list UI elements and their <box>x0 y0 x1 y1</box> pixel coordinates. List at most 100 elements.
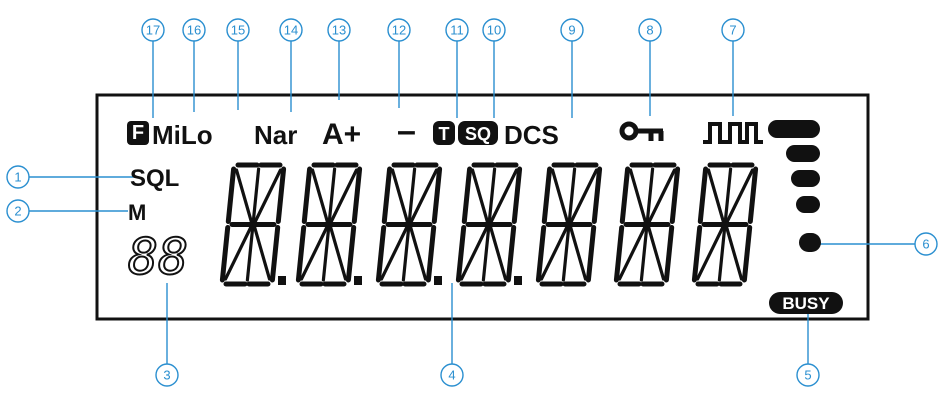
callout-17: 17 <box>141 18 165 42</box>
segment <box>591 166 603 224</box>
segment <box>619 166 631 224</box>
segment <box>723 167 733 224</box>
callout-7: 7 <box>721 18 745 42</box>
busy-indicator: BUSY <box>769 292 843 314</box>
segment <box>375 225 387 283</box>
signal-strength-bars <box>768 120 821 252</box>
segment <box>379 225 409 281</box>
svg-text:5: 5 <box>804 368 811 383</box>
svg-text:F: F <box>132 122 144 144</box>
segment <box>569 168 599 224</box>
svg-text:3: 3 <box>163 368 170 383</box>
segment-display <box>219 162 759 287</box>
segment <box>669 166 681 224</box>
svg-text:2: 2 <box>14 204 21 219</box>
segment <box>459 225 489 281</box>
segment <box>725 168 755 224</box>
segment <box>345 225 357 283</box>
svg-text:10: 10 <box>487 23 501 38</box>
segment <box>275 166 287 224</box>
segment <box>461 166 473 224</box>
a-plus-indicator: A+ <box>322 118 361 151</box>
segment <box>351 166 363 224</box>
segment <box>663 225 675 283</box>
callout-13: 13 <box>327 18 351 42</box>
svg-text:17: 17 <box>146 23 160 38</box>
segment <box>706 168 725 224</box>
segment <box>234 168 253 224</box>
callout-4: 4 <box>440 363 464 387</box>
segment <box>647 225 666 281</box>
segment-digit-1 <box>219 162 287 287</box>
svg-text:12: 12 <box>392 23 406 38</box>
segment-digit-6 <box>613 162 681 287</box>
segment <box>541 166 553 224</box>
f-indicator: F <box>127 121 149 145</box>
segment <box>567 167 577 224</box>
svg-text:4: 4 <box>448 368 455 383</box>
segment <box>550 168 569 224</box>
segment <box>327 167 337 224</box>
svg-text:14: 14 <box>284 23 298 38</box>
segment <box>390 168 409 224</box>
svg-text:16: 16 <box>187 23 201 38</box>
svg-text:T: T <box>439 124 450 144</box>
segment <box>269 225 281 283</box>
segment <box>225 166 237 224</box>
segment <box>321 225 331 282</box>
segment <box>489 225 508 281</box>
callout-1: 1 <box>6 165 30 189</box>
milo-indicator: MiLo <box>152 120 213 150</box>
nar-indicator: Nar <box>254 120 297 150</box>
callout-3: 3 <box>155 363 179 387</box>
segment <box>381 166 393 224</box>
segment <box>425 225 437 283</box>
segment <box>741 225 753 283</box>
decimal-point <box>434 276 442 285</box>
segment <box>585 225 597 283</box>
segment-digit-7 <box>691 162 759 287</box>
segment <box>251 167 261 224</box>
segment <box>329 168 359 224</box>
segment <box>487 167 497 224</box>
segment <box>505 225 517 283</box>
segment <box>747 166 759 224</box>
svg-text:11: 11 <box>450 23 464 38</box>
segment <box>223 225 253 281</box>
svg-text:6: 6 <box>922 237 929 252</box>
segment <box>295 225 307 283</box>
callout-16: 16 <box>182 18 206 42</box>
segment <box>695 225 725 281</box>
pulse-icon <box>703 122 763 144</box>
channel-digits: 88 <box>128 228 188 286</box>
segment <box>253 168 283 224</box>
segment <box>219 225 231 283</box>
segment <box>481 225 491 282</box>
segment <box>628 168 647 224</box>
callout-markers: 17 16 15 14 13 12 11 10 9 8 7 1 2 6 3 4 … <box>6 18 938 387</box>
callout-11: 11 <box>445 18 469 42</box>
callout-9: 9 <box>560 18 584 42</box>
lcd-frame <box>95 93 870 321</box>
segment <box>539 225 569 281</box>
segment <box>409 168 439 224</box>
segment <box>535 225 547 283</box>
sql-indicator: SQL <box>130 165 179 192</box>
dcs-indicator: DCS <box>504 120 559 150</box>
decimal-point <box>278 276 286 285</box>
sq-indicator: SQ <box>458 121 498 145</box>
callout-2: 2 <box>6 199 30 223</box>
segment <box>511 166 523 224</box>
segment <box>245 225 255 282</box>
segment <box>253 225 272 281</box>
segment <box>697 166 709 224</box>
segment <box>561 225 571 282</box>
svg-text:BUSY: BUSY <box>782 294 830 313</box>
svg-text:13: 13 <box>332 23 346 38</box>
segment-digit-3 <box>375 162 443 287</box>
svg-text:8: 8 <box>646 23 653 38</box>
segment-digit-5 <box>535 162 603 287</box>
segment <box>489 168 519 224</box>
